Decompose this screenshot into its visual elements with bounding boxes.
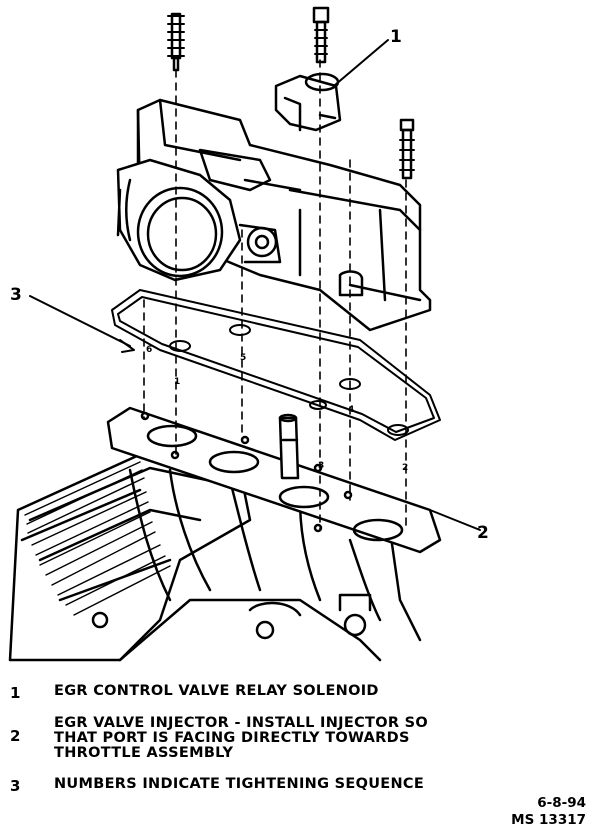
manifold-gasket-plate <box>106 406 442 554</box>
engine-assembly-diagram: 6 1 5 4 3 2 1 3 2 <box>8 6 489 662</box>
throttle-body <box>116 158 282 282</box>
legend-text: EGR VALVE INJECTOR - INSTALL INJECTOR SO… <box>54 715 429 761</box>
sequence-number: 3 <box>318 461 324 471</box>
sequence-number: 2 <box>402 463 408 473</box>
figure-date: 6-8-94 <box>537 795 586 811</box>
legend-text: EGR CONTROL VALVE RELAY SOLENOID <box>54 683 379 699</box>
alignment-lines <box>143 59 407 531</box>
callout-leaders <box>29 39 481 531</box>
legend-number: 3 <box>10 777 21 795</box>
sequence-number: 5 <box>240 353 246 363</box>
legend-number: 2 <box>10 727 21 745</box>
egr-control-valve-solenoid <box>274 72 342 132</box>
sequence-number: 4 <box>348 405 354 415</box>
figure-footer: 6-8-94 MS 13317 <box>511 795 586 829</box>
sequence-number: 6 <box>146 345 152 355</box>
sequence-number: 1 <box>174 377 180 387</box>
upper-gasket <box>111 289 441 441</box>
bolt-right <box>399 118 415 180</box>
callout-1: 1 <box>390 27 402 47</box>
bolt-center <box>312 6 330 64</box>
callout-2: 2 <box>477 523 489 543</box>
figure-id: MS 13317 <box>511 812 586 828</box>
bolt-left <box>167 12 185 72</box>
egr-valve-injector <box>278 413 300 480</box>
legend-text: NUMBERS INDICATE TIGHTENING SEQUENCE <box>54 776 425 792</box>
lower-manifold-runners <box>128 468 422 642</box>
legend-number: 1 <box>10 684 21 702</box>
callout-3: 3 <box>10 285 22 305</box>
cylinder-head-hatching <box>24 461 171 616</box>
